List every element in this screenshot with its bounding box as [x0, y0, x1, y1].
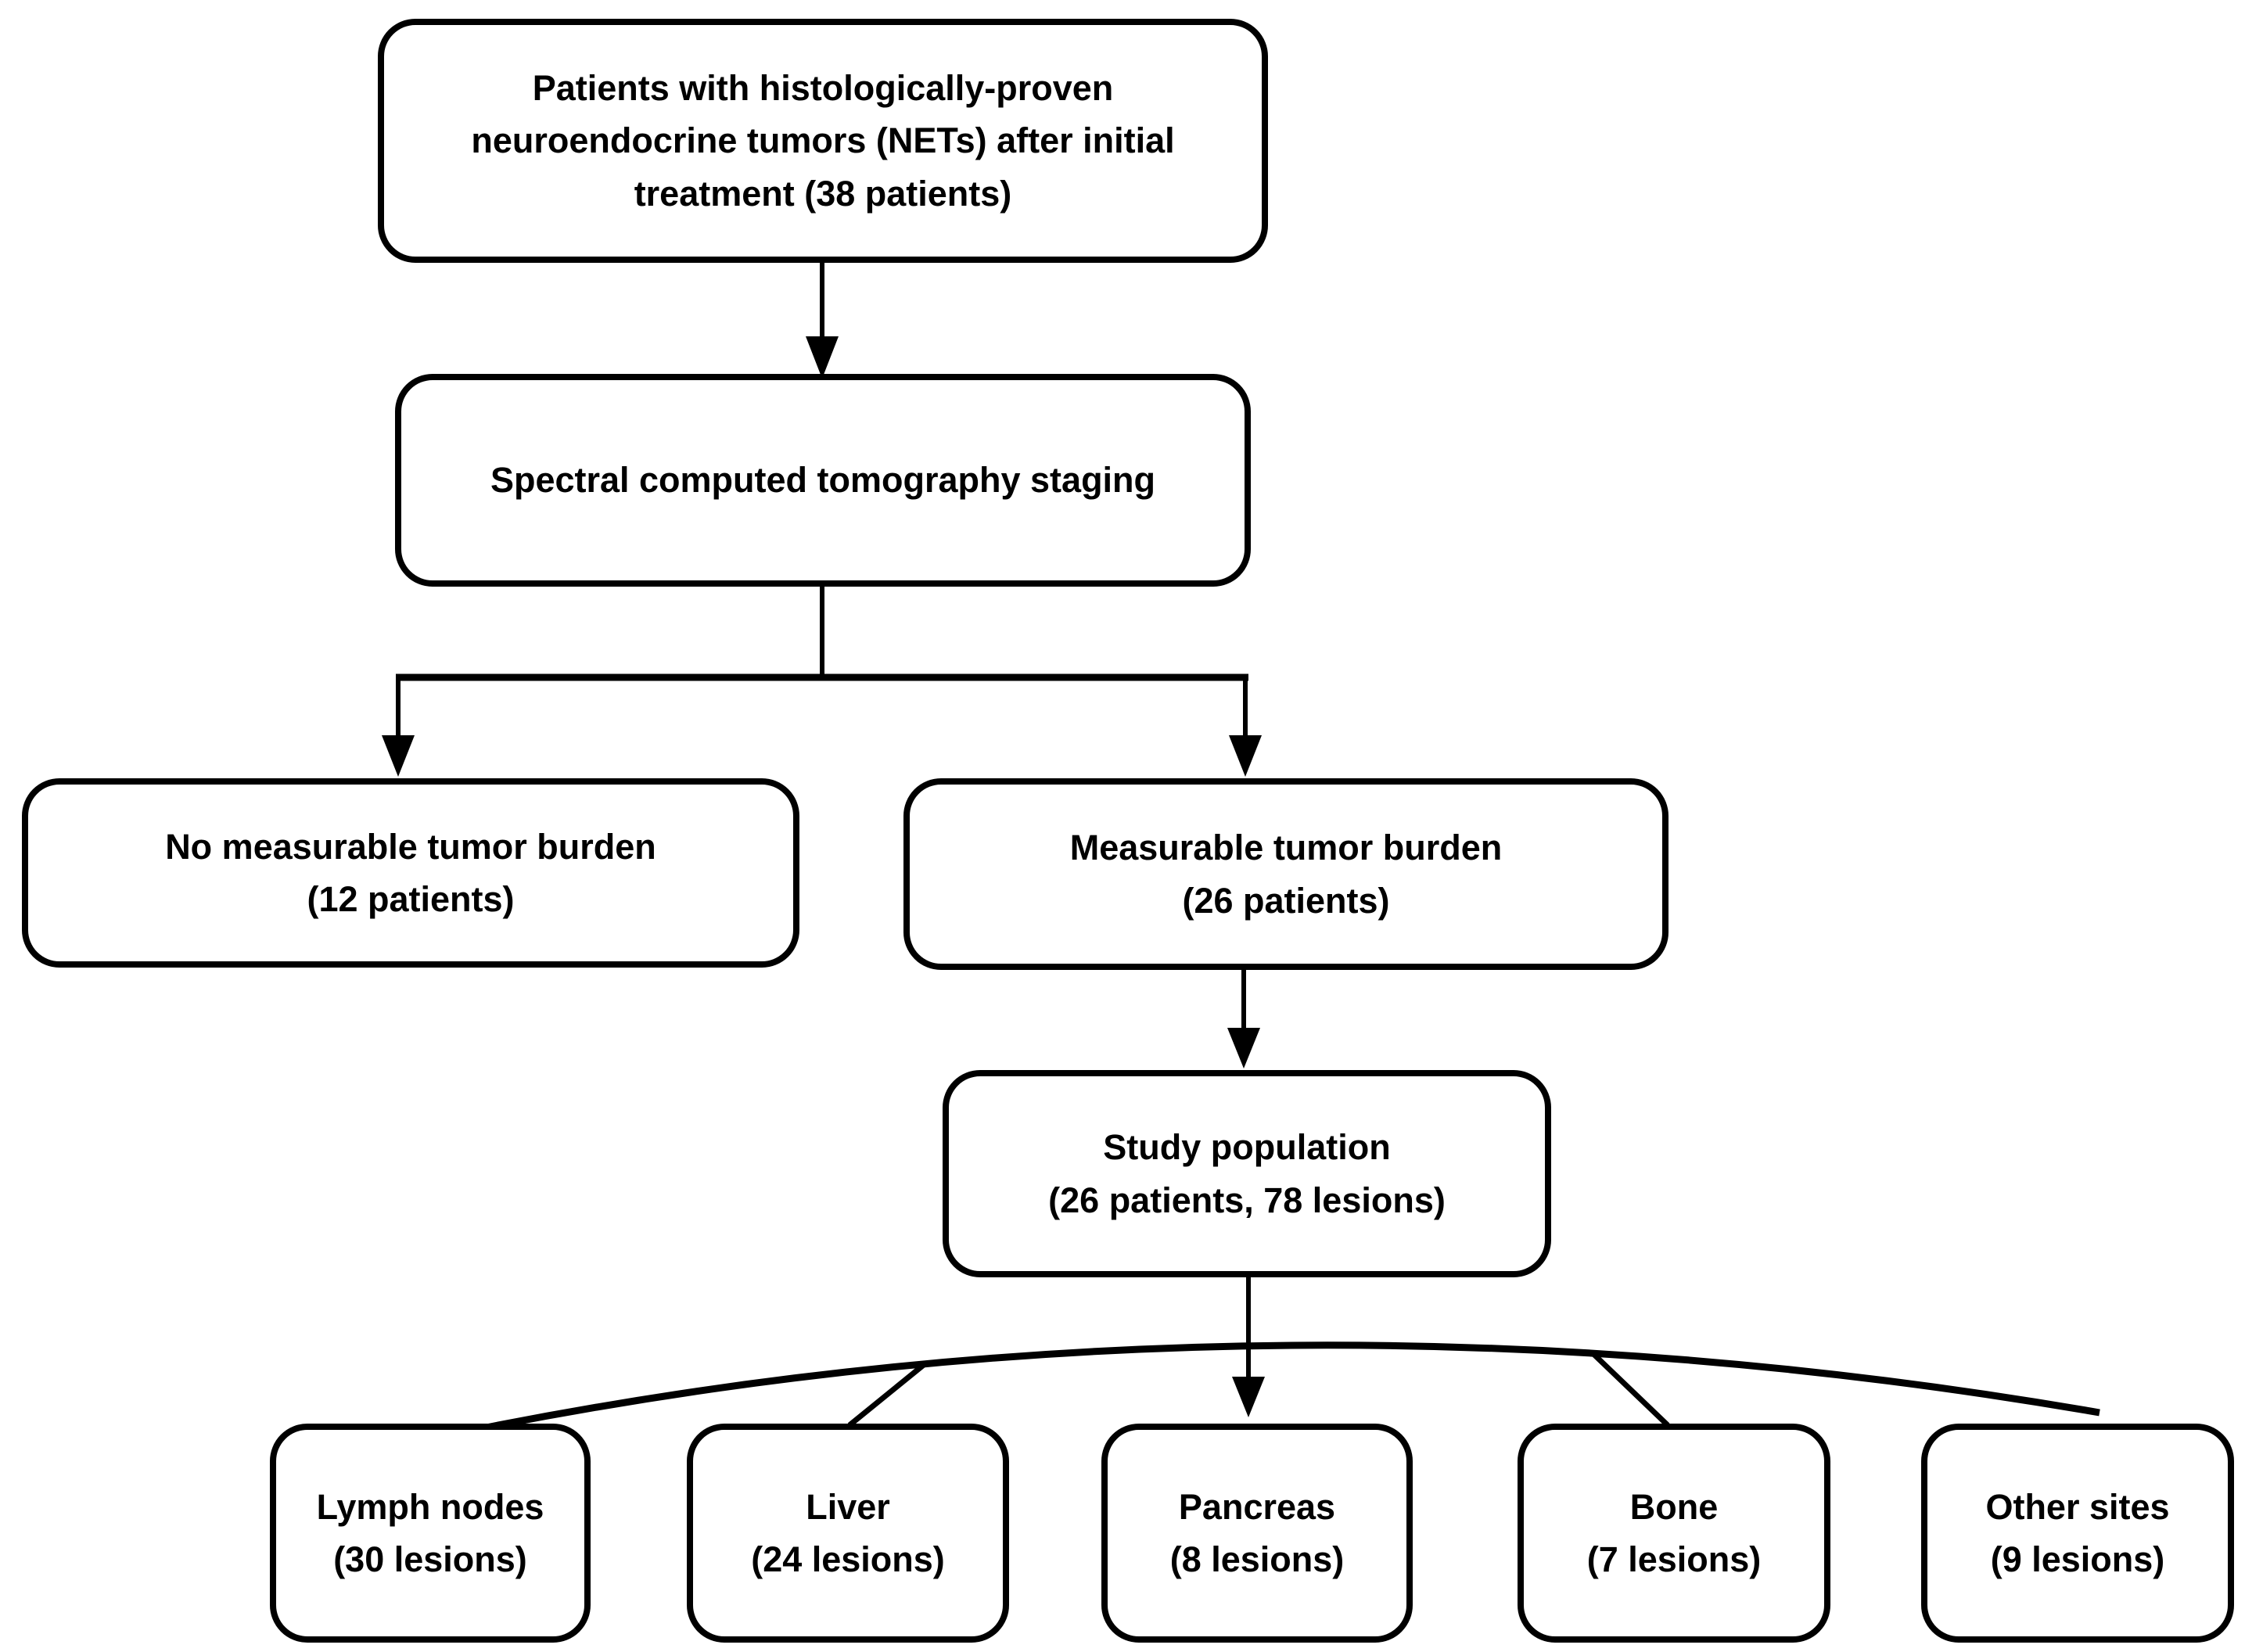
node-liver-label: Liver (24 lesions) — [751, 1486, 945, 1580]
node-patients-histology: Patients with histologically-proven neur… — [378, 19, 1268, 263]
node-spectral-ct-staging: Spectral computed tomography staging — [395, 374, 1251, 587]
edge-branch-no-measurable-arrowhead — [382, 735, 415, 777]
node-pancreas: Pancreas (8 lesions) — [1101, 1424, 1413, 1643]
node-other-sites-label: Other sites (9 lesions) — [1985, 1486, 2170, 1580]
node-patients-histology-label: Patients with histologically-proven neur… — [471, 67, 1175, 214]
node-study-population: Study population (26 patients, 78 lesion… — [943, 1070, 1551, 1277]
node-spectral-ct-staging-label: Spectral computed tomography staging — [490, 460, 1156, 501]
edge-patients-spectral-arrowhead — [806, 336, 839, 379]
edge-branch-measurable-arrowhead — [1229, 735, 1262, 777]
edge-fanout-arc — [428, 1341, 2100, 1443]
edge-arc-bone-line — [1590, 1351, 1670, 1428]
node-measurable-tumor-burden-label: Measurable tumor burden (26 patients) — [1069, 828, 1503, 921]
node-liver: Liver (24 lesions) — [687, 1424, 1009, 1643]
edge-measurable-study-arrowhead — [1227, 1028, 1260, 1068]
node-other-sites: Other sites (9 lesions) — [1921, 1424, 2234, 1643]
node-bone: Bone (7 lesions) — [1518, 1424, 1830, 1643]
node-bone-label: Bone (7 lesions) — [1586, 1486, 1762, 1580]
edge-study-pancreas-arrowhead — [1232, 1377, 1265, 1417]
node-lymph-nodes-label: Lymph nodes (30 lesions) — [316, 1486, 544, 1580]
node-lymph-nodes: Lymph nodes (30 lesions) — [270, 1424, 591, 1643]
node-no-measurable-tumor-burden-label: No measurable tumor burden (12 patients) — [165, 826, 656, 920]
node-measurable-tumor-burden: Measurable tumor burden (26 patients) — [903, 778, 1668, 970]
node-no-measurable-tumor-burden: No measurable tumor burden (12 patients) — [22, 778, 799, 968]
node-pancreas-label: Pancreas (8 lesions) — [1169, 1486, 1345, 1580]
node-study-population-label: Study population (26 patients, 78 lesion… — [1048, 1127, 1446, 1220]
edge-arc-liver-line — [847, 1362, 927, 1428]
